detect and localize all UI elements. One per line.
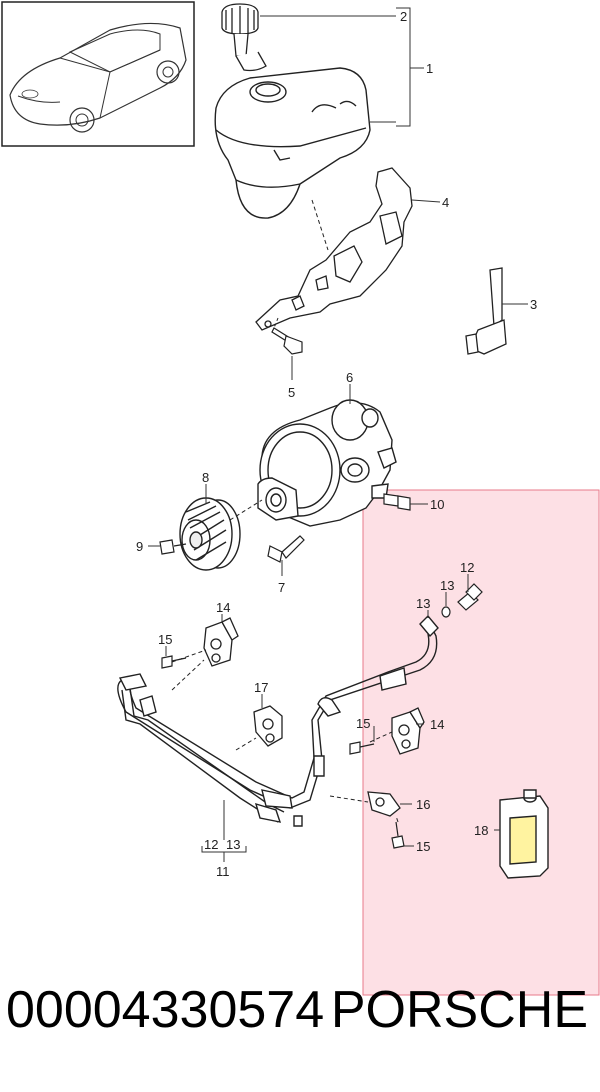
callout-16: 16 xyxy=(416,797,430,812)
pulley xyxy=(179,497,241,571)
callout-12b: 12 xyxy=(204,837,218,852)
leader-dash xyxy=(311,199,329,251)
leader-dash xyxy=(229,499,263,521)
callout-5: 5 xyxy=(288,385,295,400)
callout-14a: 14 xyxy=(216,600,230,615)
callout-10: 10 xyxy=(430,497,444,512)
bolt xyxy=(271,327,303,355)
callout-2: 2 xyxy=(400,9,407,24)
leader-dash xyxy=(273,317,279,329)
callout-7: 7 xyxy=(278,580,285,595)
hose-assembly xyxy=(117,614,439,827)
brand-name: PORSCHE xyxy=(330,981,588,1039)
part-number: 00004330574 xyxy=(6,981,325,1039)
callout-11: 11 xyxy=(216,864,230,879)
callout-13c: 13 xyxy=(226,837,240,852)
reservoir xyxy=(214,67,371,219)
callout-15a: 15 xyxy=(158,632,172,647)
reservoir-bracket xyxy=(255,167,413,331)
callout-15c: 15 xyxy=(416,839,430,854)
callout-9: 9 xyxy=(136,539,143,554)
car-thumbnail xyxy=(1,1,195,147)
dashed-leaders xyxy=(171,649,399,823)
callout-12a: 12 xyxy=(460,560,474,575)
callout-labels: 1 2 3 4 5 6 7 8 9 10 12 13 13 14 14 15 1… xyxy=(136,9,537,879)
leader-lines xyxy=(148,7,528,862)
steering-pump xyxy=(257,399,397,527)
reservoir-cap xyxy=(221,3,267,72)
pulley-bolt xyxy=(159,539,187,555)
fitting-12 xyxy=(457,583,483,611)
hose-bracket-upper xyxy=(203,617,239,667)
callout-6: 6 xyxy=(346,370,353,385)
callout-17: 17 xyxy=(254,680,268,695)
hose-bracket-lower xyxy=(391,707,425,755)
fluid-can xyxy=(499,789,549,879)
callout-18: 18 xyxy=(474,823,488,838)
banjo-bolt xyxy=(383,493,411,511)
callout-4: 4 xyxy=(442,195,449,210)
callout-13a: 13 xyxy=(440,578,454,593)
callout-3: 3 xyxy=(530,297,537,312)
callout-13b: 13 xyxy=(416,596,430,611)
mounting-clip xyxy=(465,267,507,355)
bolt-15-middle xyxy=(349,741,375,755)
hose-bracket-16 xyxy=(367,791,401,817)
pump-bolt xyxy=(267,535,305,563)
callout-1: 1 xyxy=(426,61,433,76)
hose-clamp xyxy=(253,705,283,747)
callout-8: 8 xyxy=(202,470,209,485)
callout-14b: 14 xyxy=(430,717,444,732)
callout-15b: 15 xyxy=(356,716,370,731)
bolt-15-upper xyxy=(161,655,187,669)
